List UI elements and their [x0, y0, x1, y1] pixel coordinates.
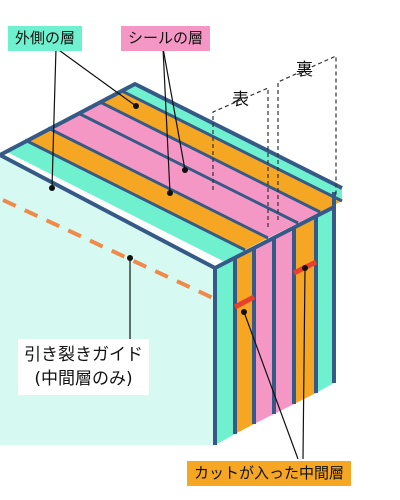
- leader-dots: [49, 103, 308, 315]
- seal-layer-label: シールの層: [121, 26, 211, 51]
- side-strip-outer-front: [217, 258, 235, 444]
- side-brackets: [212, 55, 337, 230]
- top-strip-outer-back: [122, 84, 342, 201]
- top-strip-seal-front: [48, 113, 298, 238]
- side-strip-outer-back: [316, 207, 334, 393]
- tear-guide-label: 引き裂きガイド (中間層のみ): [18, 339, 149, 395]
- side-separators: [233, 217, 318, 434]
- front-label: 表: [232, 90, 249, 110]
- back-label: 裏: [296, 60, 313, 80]
- top-strip-seal-back: [78, 102, 320, 223]
- side-strip-seal-front: [254, 238, 274, 424]
- front-bracket: [212, 87, 269, 230]
- tear-guide-label-line1: 引き裂きガイド: [24, 345, 143, 365]
- tear-guide-line: [2, 198, 214, 300]
- outer-layer-label: 外側の層: [8, 26, 83, 51]
- top-strip-middle-back: [100, 91, 342, 212]
- leader-lines: [51, 47, 306, 460]
- side-strip-seal-back: [274, 228, 294, 414]
- top-separators: [24, 89, 343, 252]
- side-strip-middle-front: [235, 248, 254, 434]
- tear-guide-label-line2: (中間層のみ): [34, 369, 133, 389]
- block-outline: [0, 82, 343, 445]
- cut-mark-front: [233, 294, 256, 310]
- cut-middle-layer-label: カットが入った中間層: [187, 461, 352, 486]
- top-strip-middle-front: [25, 128, 268, 250]
- back-bracket: [277, 55, 337, 220]
- top-strip-outer-front: [5, 140, 245, 262]
